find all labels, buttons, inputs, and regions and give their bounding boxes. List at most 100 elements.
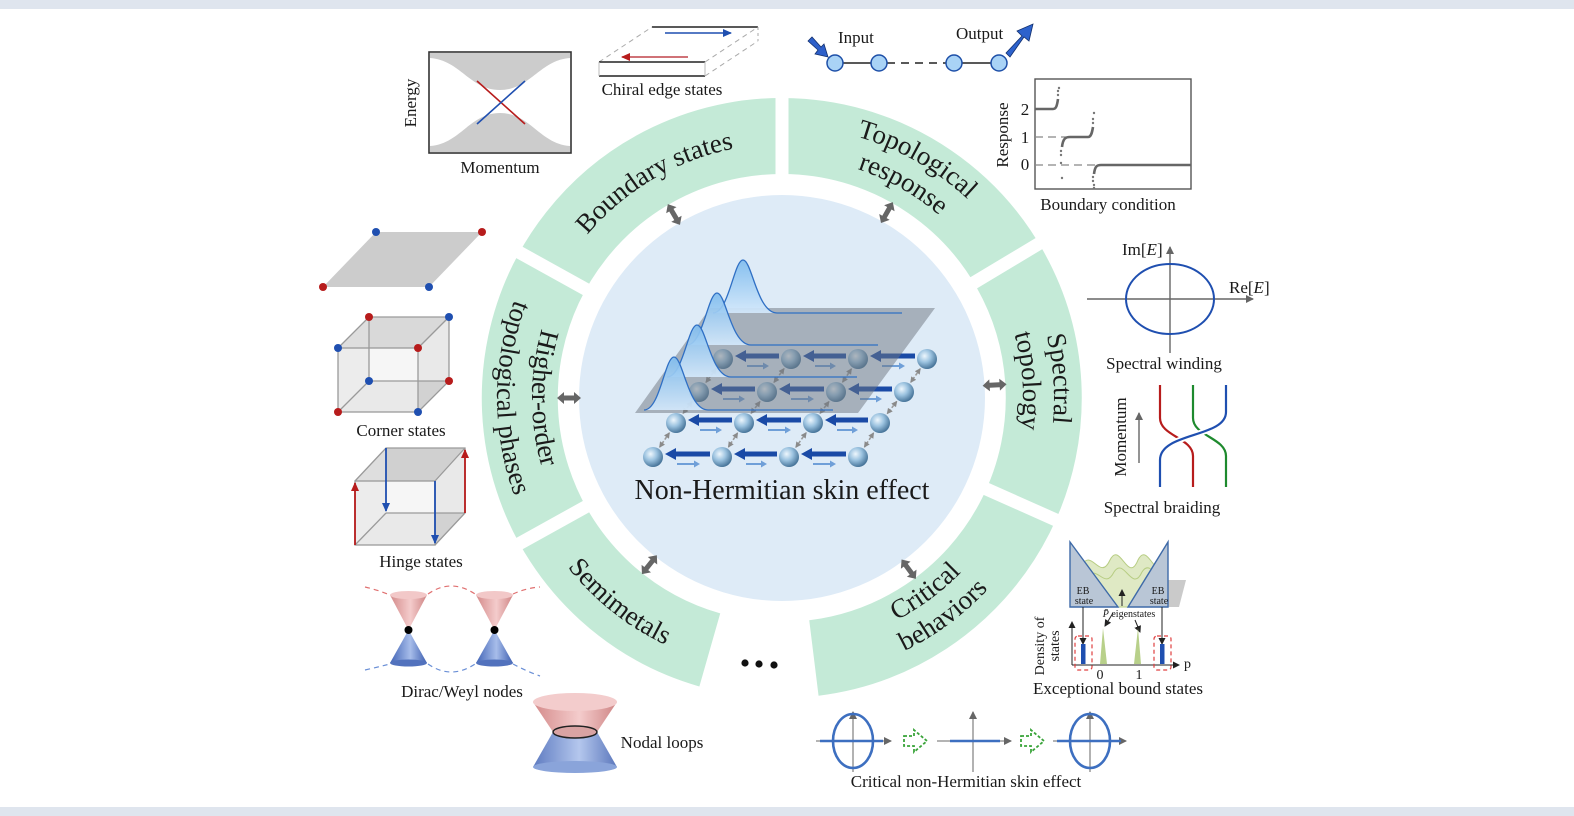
lattice-site	[712, 447, 732, 467]
hopping-arrow-right	[882, 362, 905, 370]
response-curve	[1092, 163, 1191, 175]
skin-mode-peaks	[643, 259, 902, 411]
x-tick-label: 1	[1136, 668, 1143, 683]
lattice-site	[803, 413, 823, 433]
input-label: Input	[838, 28, 874, 47]
double-arrow-icon	[557, 392, 581, 404]
input-arrow-icon	[807, 36, 829, 58]
chain-site	[945, 54, 963, 72]
eb-region-right	[1126, 539, 1169, 608]
x-axis-label: Boundary condition	[1040, 195, 1176, 214]
hopping-arrow-left	[734, 448, 777, 460]
interlayer-coupling	[863, 432, 875, 448]
braiding-caption: Spectral braiding	[1104, 498, 1221, 517]
eb-sublabel-left: state	[1075, 596, 1094, 607]
hopping-arrow-left	[825, 414, 868, 426]
node-point	[490, 626, 499, 634]
dirac-weyl-nodes: Dirac/Weyl nodes	[364, 585, 541, 701]
transition-arrow-icon	[1020, 728, 1046, 754]
response-curve	[1060, 126, 1095, 148]
response-curve	[1035, 98, 1060, 111]
double-arrow-icon	[879, 202, 895, 224]
lattice-site	[870, 413, 890, 433]
critical-nhse-diagram: Critical non-Hermitian skin effect	[816, 711, 1127, 791]
spectrum-loop	[831, 712, 875, 770]
edge-state-blue	[476, 80, 526, 125]
hopping-arrow-left	[801, 448, 846, 460]
skin-mode-profile	[643, 356, 833, 411]
corner-states-2d	[319, 228, 486, 291]
y-tick-label: 1	[1021, 128, 1030, 147]
y-axis-label: Response	[993, 102, 1012, 167]
interlayer-coupling	[727, 432, 739, 448]
top-strip	[0, 0, 1574, 9]
nodal-ring	[552, 725, 598, 739]
braid-strand-red	[1158, 385, 1195, 487]
bottom-strip	[0, 807, 1574, 816]
skin-mode-profile	[712, 259, 902, 314]
y-axis-label: Energy	[401, 78, 420, 127]
momentum-label: Momentum	[1111, 397, 1130, 476]
dirac-caption: Dirac/Weyl nodes	[401, 682, 523, 701]
hopping-arrow-left	[756, 414, 801, 426]
hopping-arrow-right	[837, 426, 858, 434]
spectrum-loop	[1068, 712, 1112, 770]
corner-states-3d: Corner states	[334, 313, 453, 440]
eb-sublabel-right: state	[1150, 596, 1169, 607]
output-label: Output	[956, 24, 1004, 43]
band-structure-plot: Energy Momentum	[401, 51, 572, 177]
ebs-caption: Exceptional bound states	[1033, 679, 1203, 698]
spectral-loop	[1125, 263, 1215, 335]
hopping-arrow-right	[860, 395, 882, 403]
hinge-caption: Hinge states	[379, 552, 463, 571]
eb-region-left	[1069, 539, 1120, 608]
nodal-caption: Nodal loops	[621, 733, 704, 752]
hinge-states-3d: Hinge states	[351, 447, 469, 571]
y-tick-label: 0	[1021, 155, 1030, 174]
winding-caption: Spectral winding	[1106, 354, 1222, 373]
spectral-braiding-plot: Momentum Spectral braiding	[1104, 385, 1229, 517]
y-axis-label-2: states	[1048, 630, 1063, 661]
cnhse-caption: Critical non-Hermitian skin effect	[851, 772, 1082, 791]
node-point	[404, 626, 413, 634]
braid-strand-blue	[1158, 385, 1228, 487]
chain-site	[870, 54, 888, 72]
eb-label-left: EB	[1077, 586, 1090, 597]
hopping-arrow-right	[746, 460, 767, 468]
double-arrow-icon	[666, 204, 682, 225]
eb-dos-bar	[1160, 644, 1165, 664]
interlayer-coupling	[659, 432, 670, 448]
response-dots	[1056, 86, 1096, 190]
double-arrow-icon	[900, 559, 917, 579]
lattice-site	[643, 447, 663, 467]
chiral-caption: Chiral edge states	[602, 80, 723, 99]
hopping-arrow-right	[768, 426, 791, 434]
response-plot: 2 1 0 Response Boundary condition	[993, 78, 1192, 214]
interlayer-coupling	[910, 368, 921, 383]
lattice-site	[894, 382, 914, 402]
y-tick-label: 2	[1021, 100, 1030, 119]
hopping-arrow-right	[677, 460, 700, 468]
dos-peak	[1134, 628, 1141, 664]
hopping-arrow-right	[813, 460, 836, 468]
ring-gap	[505, 241, 595, 298]
y-axis-label-1: Density of	[1033, 616, 1048, 675]
interlayer-coupling	[886, 400, 898, 415]
x-axis-label: p	[1184, 657, 1191, 672]
double-arrow-icon	[641, 555, 658, 575]
chiral-edge-states: Chiral edge states	[598, 26, 759, 99]
lattice-site	[848, 447, 868, 467]
input-output-chain: Input Output	[807, 23, 1034, 72]
lattice-site	[917, 349, 937, 369]
transition-arrow-icon	[903, 728, 929, 754]
braid-strand-green	[1191, 385, 1228, 487]
hopping-arrow-left	[665, 448, 710, 460]
dos-peak	[1100, 628, 1107, 664]
center-title: Non-Hermitian skin effect	[635, 475, 930, 506]
dirac-cone	[476, 591, 513, 667]
hopping-arrow-right	[700, 426, 722, 434]
spectral-winding-plot: Im[E] Re[E] Spectral winding	[1087, 240, 1270, 373]
eb-dos-bar	[1081, 644, 1086, 664]
corner-caption: Corner states	[356, 421, 445, 440]
